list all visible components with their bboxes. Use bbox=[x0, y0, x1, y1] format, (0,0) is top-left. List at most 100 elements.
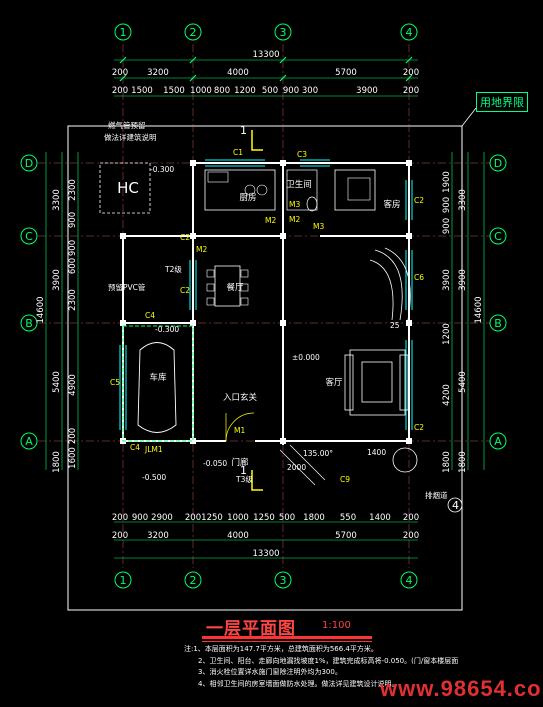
axis-3-top: 3 bbox=[280, 26, 287, 39]
svg-text:C1: C1 bbox=[233, 148, 243, 157]
sofa-set bbox=[344, 349, 409, 416]
svg-text:3900: 3900 bbox=[356, 86, 378, 96]
svg-text:200: 200 bbox=[112, 531, 128, 541]
svg-text:-0.300: -0.300 bbox=[155, 325, 179, 334]
svg-text:200: 200 bbox=[185, 513, 201, 523]
svg-text:预留PVC管: 预留PVC管 bbox=[108, 282, 146, 292]
svg-text:900: 900 bbox=[132, 513, 148, 523]
kitchen-counter bbox=[204, 169, 276, 211]
svg-text:500: 500 bbox=[279, 513, 295, 523]
svg-text:C2: C2 bbox=[414, 423, 424, 432]
depth-right: 14600 bbox=[474, 296, 484, 323]
svg-text:900: 900 bbox=[68, 212, 78, 228]
dining-table bbox=[214, 265, 241, 307]
hc-label: HC bbox=[117, 179, 139, 197]
svg-text:M2: M2 bbox=[265, 216, 276, 225]
svg-text:1800: 1800 bbox=[442, 451, 452, 473]
svg-text:C2: C2 bbox=[180, 286, 190, 295]
room-entry: 入口玄关 bbox=[223, 392, 258, 403]
svg-text:1800: 1800 bbox=[52, 451, 62, 473]
svg-text:1250: 1250 bbox=[201, 513, 223, 523]
axis-2-top: 2 bbox=[190, 26, 197, 39]
svg-text:200: 200 bbox=[112, 68, 128, 78]
svg-text:M3: M3 bbox=[289, 200, 300, 209]
svg-text:M2: M2 bbox=[196, 245, 207, 254]
depth-left: 14600 bbox=[36, 296, 46, 323]
svg-text:3200: 3200 bbox=[147, 531, 169, 541]
svg-text:900: 900 bbox=[283, 86, 299, 96]
svg-text:200: 200 bbox=[403, 513, 419, 523]
svg-text:1200: 1200 bbox=[442, 323, 452, 345]
svg-text:900: 900 bbox=[442, 218, 452, 234]
axis-b-left: B bbox=[25, 317, 33, 330]
svg-text:1600: 1600 bbox=[68, 447, 78, 469]
axis-4-bottom: 4 bbox=[406, 574, 413, 587]
drawing-title: 一层平面图 bbox=[206, 619, 296, 639]
svg-text:4000: 4000 bbox=[227, 68, 249, 78]
svg-text:4900: 4900 bbox=[68, 374, 78, 396]
guest-bed bbox=[334, 169, 376, 211]
svg-text:2300: 2300 bbox=[68, 289, 78, 311]
svg-text:4: 4 bbox=[452, 499, 459, 512]
room-guest: 客房 bbox=[383, 199, 400, 210]
svg-text:C2: C2 bbox=[414, 196, 424, 205]
svg-text:排烟道: 排烟道 bbox=[425, 490, 448, 500]
svg-text:1800: 1800 bbox=[303, 513, 325, 523]
axis-a-right: A bbox=[494, 435, 502, 448]
note-4: 4、相邻卫生间的房室墙面做防水处理。做法详见建筑设计说明。 bbox=[198, 679, 399, 688]
svg-text:4200: 4200 bbox=[442, 384, 452, 406]
svg-text:C5: C5 bbox=[110, 378, 120, 387]
svg-text:T3级: T3级 bbox=[235, 474, 253, 484]
svg-text:200: 200 bbox=[403, 68, 419, 78]
svg-text:C4: C4 bbox=[130, 443, 140, 452]
svg-text:-0.300: -0.300 bbox=[150, 165, 174, 174]
title-underline-thin bbox=[202, 641, 372, 642]
room-living: 客厅 bbox=[325, 377, 343, 388]
svg-text:135.00°: 135.00° bbox=[303, 449, 333, 458]
svg-text:3300: 3300 bbox=[458, 189, 468, 211]
axis-b-right: B bbox=[494, 317, 502, 330]
svg-text:5400: 5400 bbox=[52, 371, 62, 393]
svg-text:550: 550 bbox=[340, 513, 356, 523]
axis-3-bottom: 3 bbox=[280, 574, 287, 587]
svg-text:1900: 1900 bbox=[442, 171, 452, 193]
svg-text:JLM1: JLM1 bbox=[144, 445, 163, 454]
note-2: 2、卫生间、阳台、走廊向地漏找坡度1%，建筑完成标高将-0.050。(门/窗本楼… bbox=[198, 656, 459, 665]
axis-1-bottom: 1 bbox=[120, 574, 127, 587]
svg-text:M2: M2 bbox=[289, 215, 300, 224]
svg-text:C3: C3 bbox=[297, 150, 307, 159]
svg-text:3900: 3900 bbox=[458, 269, 468, 291]
hc-box bbox=[99, 162, 151, 214]
title-underline bbox=[202, 636, 372, 639]
spiral-stair bbox=[369, 247, 411, 321]
svg-text:5400: 5400 bbox=[458, 371, 468, 393]
land-boundary-label: 用地界限 bbox=[476, 92, 528, 112]
svg-text:1500: 1500 bbox=[163, 86, 185, 96]
room-dining: 餐厅 bbox=[226, 283, 244, 293]
note-1: 注:1、本层面积为147.7平方米，总建筑面积为566.4平方米。 bbox=[184, 645, 378, 653]
svg-text:500: 500 bbox=[262, 86, 278, 96]
svg-text:1400: 1400 bbox=[369, 513, 391, 523]
design-notes: 注:1、本层面积为147.7平方米，总建筑面积为566.4平方米。 2、卫生间、… bbox=[184, 644, 529, 690]
svg-text:900: 900 bbox=[68, 240, 78, 256]
svg-text:200: 200 bbox=[112, 513, 128, 523]
svg-text:3300: 3300 bbox=[52, 189, 62, 211]
svg-text:1800: 1800 bbox=[458, 451, 468, 473]
land-boundary-frame bbox=[67, 125, 463, 611]
svg-text:1000: 1000 bbox=[190, 86, 212, 96]
svg-text:M3: M3 bbox=[313, 222, 324, 231]
axis-c-right: C bbox=[494, 230, 502, 243]
svg-text:C9: C9 bbox=[340, 475, 350, 484]
svg-text:2000: 2000 bbox=[287, 463, 306, 472]
svg-text:做法详建筑说明: 做法详建筑说明 bbox=[104, 132, 157, 142]
svg-text:-0.050: -0.050 bbox=[203, 459, 227, 468]
svg-text:燃气管预留: 燃气管预留 bbox=[108, 120, 146, 130]
svg-text:-0.500: -0.500 bbox=[142, 473, 166, 482]
axis-1-top: 1 bbox=[120, 26, 127, 39]
room-toilet: 卫生间 bbox=[286, 179, 312, 190]
svg-text:1400: 1400 bbox=[367, 448, 386, 457]
level-zero: ±0.000 bbox=[292, 353, 320, 362]
room-porch: 门廊 bbox=[231, 457, 249, 468]
total-width-top: 13300 bbox=[252, 50, 279, 60]
